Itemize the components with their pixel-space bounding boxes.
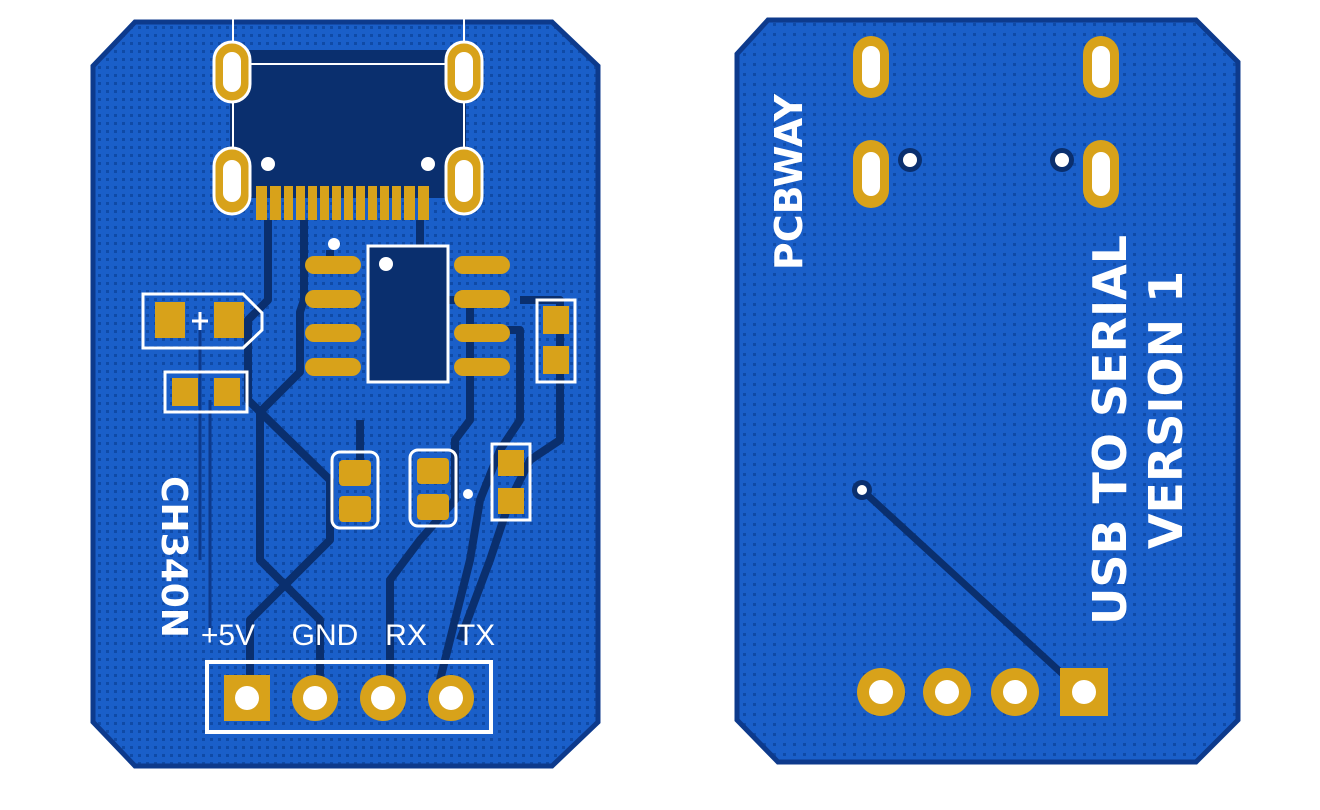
capacitor-c4 <box>490 442 532 522</box>
front-board: CH340N +5V GND RX TX <box>90 18 601 769</box>
resistor-r1 <box>163 370 249 414</box>
brand-label: PCBWAY <box>767 93 811 270</box>
ch340n-chip <box>305 238 510 384</box>
pin-header <box>205 660 493 734</box>
back-trace <box>852 480 1083 693</box>
capacitor-c2 <box>330 450 380 530</box>
pin-label-tx: TX <box>457 619 495 652</box>
back-usb-slots <box>853 36 1119 208</box>
led-footprint <box>141 292 264 350</box>
pin-label-rx: RX <box>385 619 427 652</box>
back-board: PCBWAY USB TO SERIAL VERSION 1 <box>734 17 1241 765</box>
capacitor-c1 <box>535 298 577 384</box>
pin-label-gnd: GND <box>292 619 359 652</box>
board-title: USB TO SERIAL <box>1083 235 1137 625</box>
chip-label: CH340N <box>153 476 194 638</box>
capacitor-c3 <box>408 448 473 528</box>
pin-label-5v: +5V <box>201 619 255 652</box>
usb-c-connector <box>212 18 484 220</box>
back-pin-header <box>857 668 1108 716</box>
board-version: VERSION 1 <box>1139 271 1193 549</box>
front-thin-traces <box>198 330 212 640</box>
